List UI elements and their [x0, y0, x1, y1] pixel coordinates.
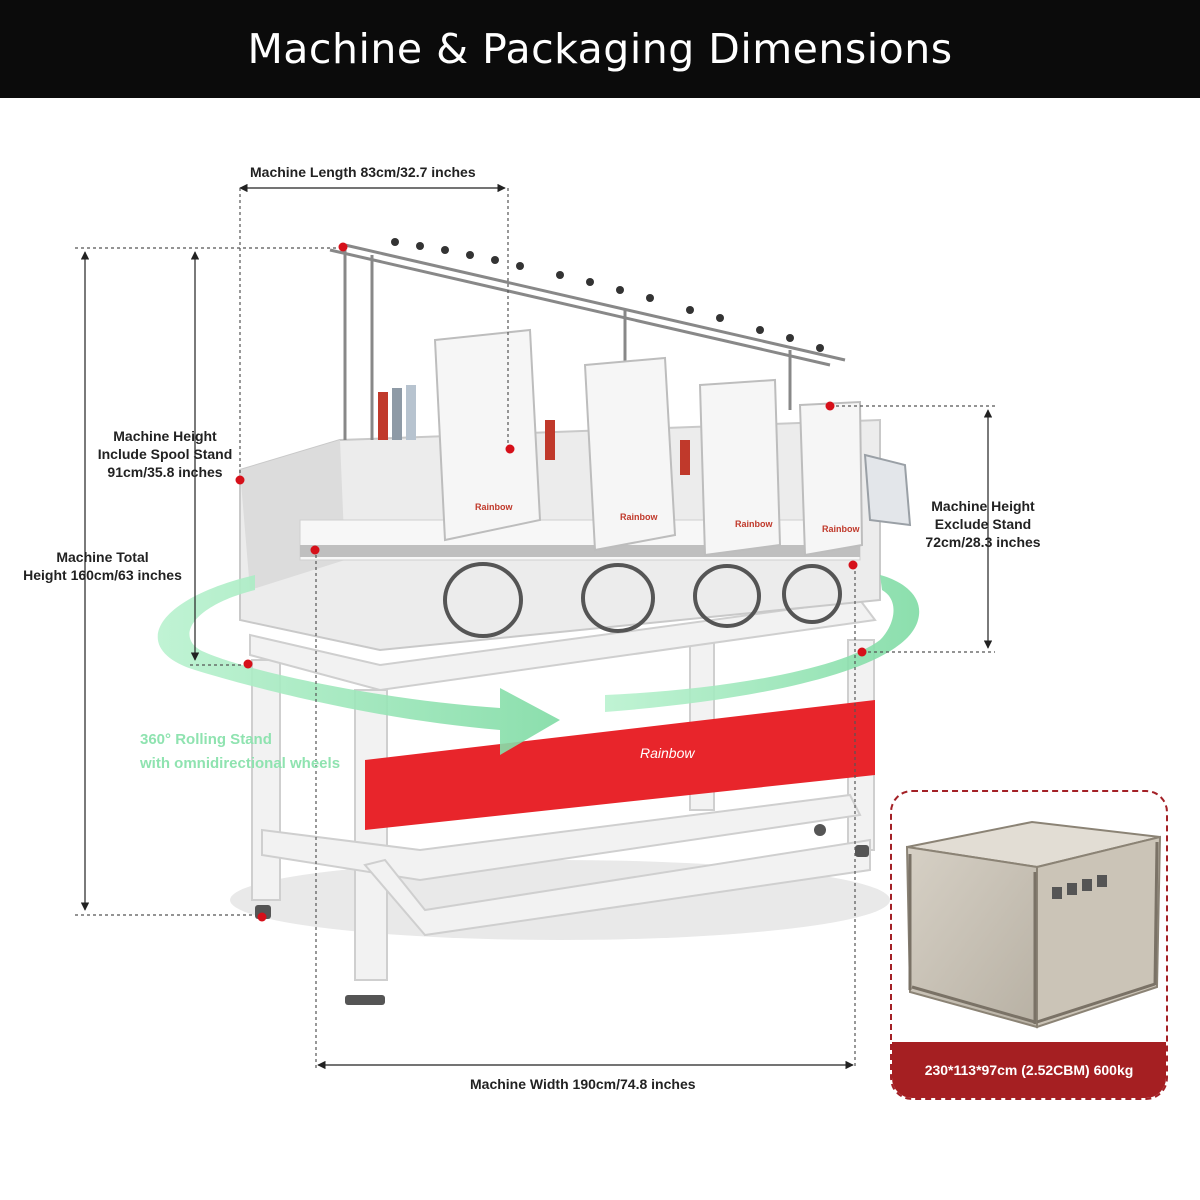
- exclude-stand-line2: Exclude Stand: [934, 516, 1032, 532]
- spool-rack: [329, 243, 846, 440]
- stand-brand-logo: Rainbow: [640, 745, 695, 761]
- svg-text:Rainbow: Rainbow: [475, 502, 513, 512]
- height-spool-label: Machine Height Include Spool Stand 91cm/…: [95, 427, 235, 481]
- measurement-lines: [75, 183, 995, 1070]
- spool-pins: [391, 238, 824, 352]
- page-title: Machine & Packaging Dimensions: [247, 25, 953, 73]
- embroidery-heads: [433, 328, 864, 557]
- reference-dots: [235, 242, 867, 922]
- svg-text:Rainbow: Rainbow: [735, 519, 773, 529]
- rolling-stand-label: 360° Rolling Stand with omnidirectional …: [140, 728, 340, 776]
- total-height-line1: Machine Total: [56, 549, 149, 565]
- control-screen: [863, 453, 912, 527]
- total-height-line2: Height 160cm/63 inches: [23, 567, 182, 583]
- head-brand-labels: Rainbow Rainbow Rainbow Rainbow: [475, 502, 860, 534]
- thread-spools: [378, 385, 690, 475]
- packaging-spec-bar: 230*113*97cm (2.52CBM) 600kg: [892, 1042, 1166, 1098]
- exclude-stand-line3: 72cm/28.3 inches: [925, 534, 1041, 550]
- header-banner: Machine & Packaging Dimensions: [0, 0, 1200, 98]
- stand-frame: [249, 598, 877, 981]
- exclude-stand-label: Machine Height Exclude Stand 72cm/28.3 i…: [918, 497, 1048, 551]
- exclude-stand-line1: Machine Height: [931, 498, 1035, 514]
- shipping-icons: [1052, 875, 1107, 899]
- svg-text:Rainbow: Rainbow: [822, 524, 860, 534]
- total-height-label: Machine Total Height 160cm/63 inches: [15, 548, 190, 584]
- height-spool-line2: Include Spool Stand: [97, 446, 233, 462]
- packaging-card: 230*113*97cm (2.52CBM) 600kg: [890, 790, 1168, 1100]
- packaging-spec: 230*113*97cm (2.52CBM) 600kg: [924, 1062, 1134, 1078]
- rolling-stand-line1: 360° Rolling Stand: [140, 731, 272, 748]
- height-spool-line1: Machine Height: [113, 428, 217, 444]
- rotation-arrow: [157, 575, 920, 755]
- hoops: [443, 562, 842, 638]
- width-label: Machine Width 190cm/74.8 inches: [470, 1076, 696, 1092]
- rolling-stand-line2: with omnidirectional wheels: [140, 755, 341, 772]
- length-label: Machine Length 83cm/32.7 inches: [250, 164, 476, 180]
- packaging-crate-image: [905, 820, 1162, 1029]
- height-spool-line3: 91cm/35.8 inches: [107, 464, 223, 480]
- stand-red-panel: [365, 700, 875, 830]
- svg-text:Rainbow: Rainbow: [620, 512, 658, 522]
